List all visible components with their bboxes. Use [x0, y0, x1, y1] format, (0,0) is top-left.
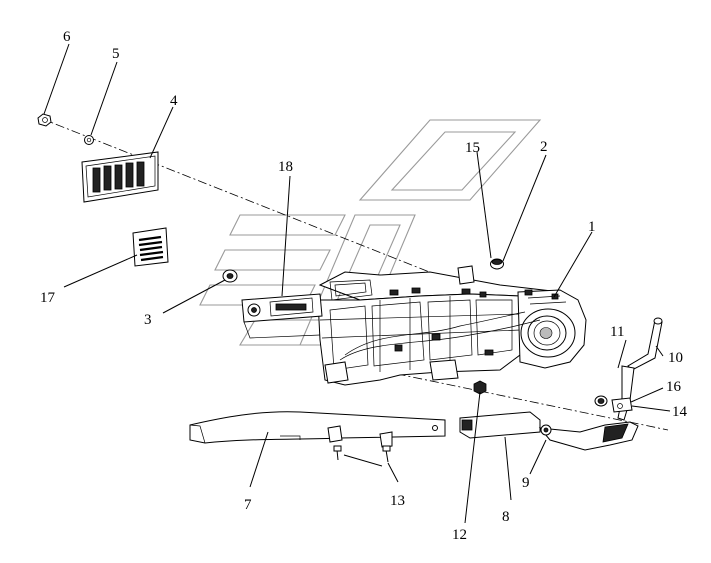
callout-6: 6: [63, 29, 71, 45]
duct-part-7: [189, 411, 446, 448]
callout-18: 18: [278, 159, 293, 175]
clamp-part-14: [594, 395, 633, 413]
nut-part-6: [37, 113, 52, 127]
callout-1: 1: [588, 219, 596, 235]
callout-15: 15: [465, 140, 480, 156]
outlet-duct-part-9: [538, 421, 639, 451]
callout-11: 11: [610, 324, 624, 340]
axis-line-upper: [39, 117, 481, 293]
callout-12: 12: [452, 527, 467, 543]
callout-14: 14: [672, 404, 688, 420]
hvac-unit-part-1: [241, 265, 587, 386]
callout-10: 10: [668, 350, 683, 366]
leader-lines: [43, 43, 671, 524]
screw-part-13: [333, 445, 391, 463]
callout-3: 3: [144, 312, 152, 328]
callouts: 1 2 3 4 5 6 7 8 9 10 11 12 13 14 15 16 1…: [40, 29, 688, 543]
nut-part-12: [473, 380, 487, 395]
callout-9: 9: [522, 475, 530, 491]
callout-13: 13: [390, 493, 405, 509]
callout-4: 4: [170, 93, 178, 109]
callout-16: 16: [666, 379, 682, 395]
cap-part-2: [490, 258, 504, 270]
knob-part-3: [222, 269, 238, 283]
callout-2: 2: [540, 139, 548, 155]
washer-part-5: [84, 135, 94, 145]
duct-part-8: [459, 411, 541, 439]
callout-5: 5: [112, 46, 120, 62]
callout-17: 17: [40, 290, 56, 306]
callout-8: 8: [502, 509, 510, 525]
callout-7: 7: [244, 497, 252, 513]
label-part-17: [132, 227, 169, 267]
grille-panel-part-4: [81, 151, 159, 203]
